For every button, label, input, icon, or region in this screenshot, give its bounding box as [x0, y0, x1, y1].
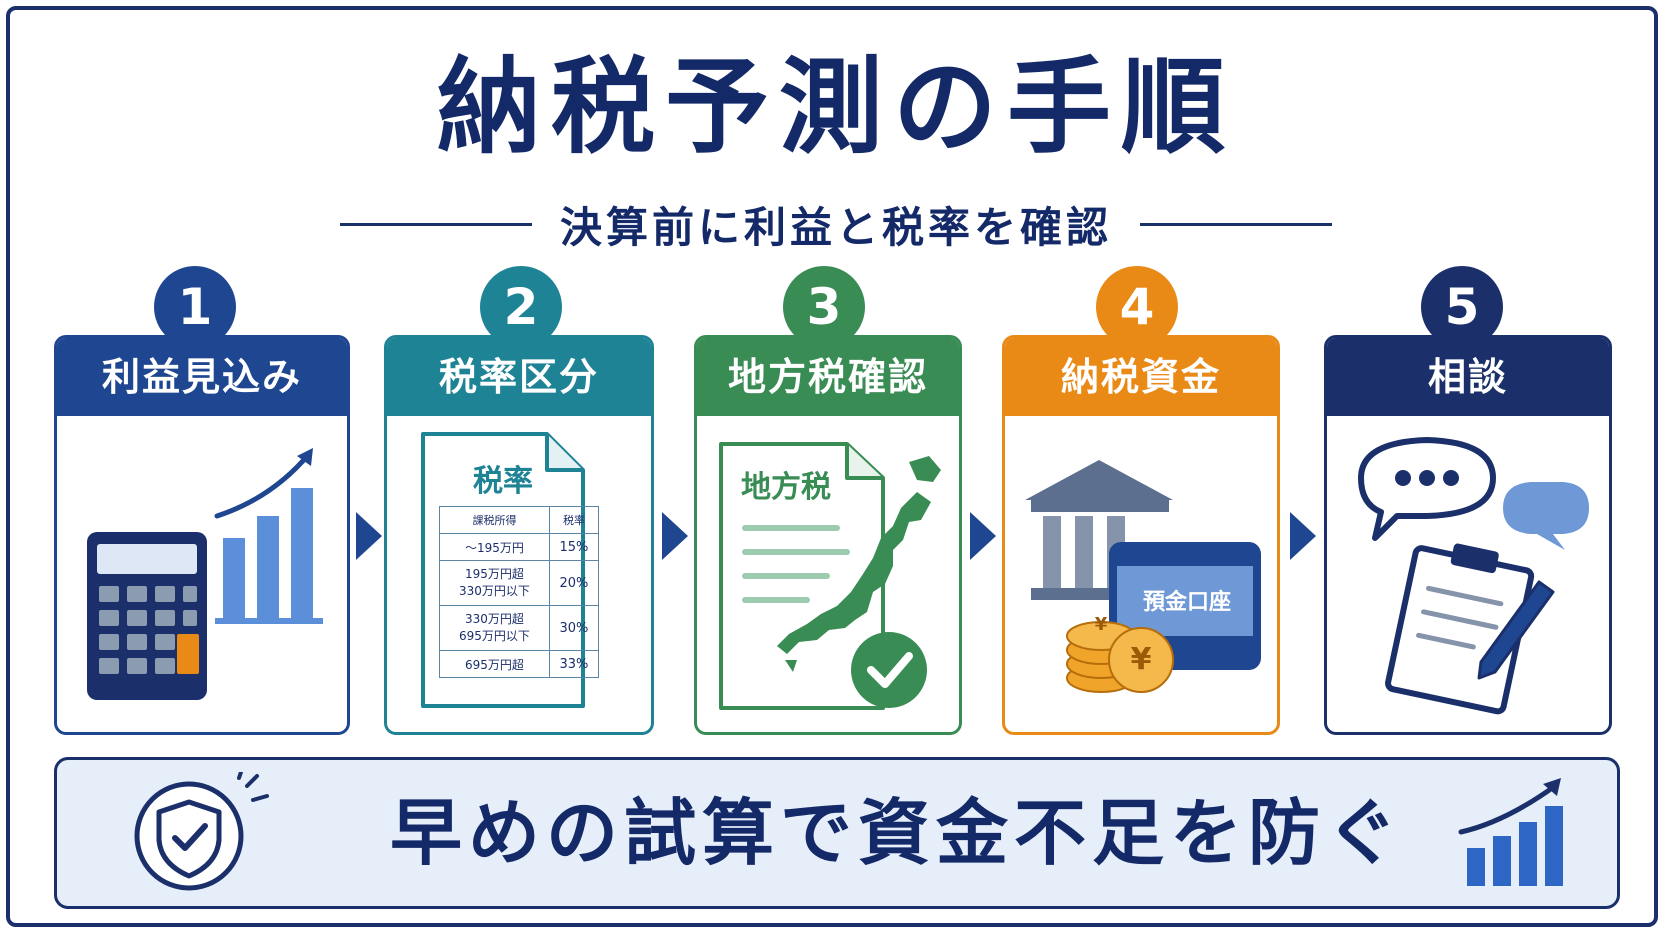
step-1-illustration: [57, 416, 347, 732]
step-card-4: 納税資金 預金口座 ¥ ¥: [1002, 335, 1280, 735]
subtitle: 決算前に利益と税率を確認: [559, 202, 1112, 252]
table-row: ～195万円 15%: [439, 533, 600, 561]
row-1-income: ～195万円: [439, 533, 550, 561]
subtitle-row: 決算前に利益と税率を確認: [0, 196, 1672, 252]
step-5-number: 5: [1421, 266, 1503, 348]
tax-rate-table: 課税所得 税率 ～195万円 15% 195万円超 330万円以下 20% 33…: [439, 506, 600, 678]
table-row: 695万円超 33%: [439, 650, 600, 678]
step-5-illustration: [1327, 416, 1609, 732]
row-3-income: 330万円超 695万円以下: [439, 605, 550, 651]
bank-card-label: 預金口座: [1142, 590, 1231, 615]
shield-check-icon: [134, 772, 269, 891]
step-1-number: 1: [154, 266, 236, 348]
subtitle-line-right: [1140, 222, 1332, 226]
table-row: 330万円超 695万円以下 30%: [439, 605, 600, 651]
tax-doc-heading: 税率: [473, 464, 533, 499]
step-card-2: 税率区分 税率 課税所得 税率 ～195万円 15% 195万円超 330万円以…: [384, 335, 654, 735]
calculator-chart-icon: [87, 448, 323, 700]
row-4-income: 695万円超: [439, 650, 550, 678]
step-1-label: 利益見込み: [57, 338, 347, 416]
step-4-label: 納税資金: [1005, 338, 1277, 416]
row-4-rate: 33%: [548, 650, 600, 678]
step-4-number: 4: [1096, 266, 1178, 348]
col-header-rate: 税率: [548, 506, 600, 534]
step-card-3: 地方税確認 地方税: [694, 335, 962, 735]
row-1-rate: 15%: [548, 533, 600, 561]
col-header-income: 課税所得: [439, 506, 550, 534]
chevron-right-icon: [970, 512, 996, 560]
step-2-illustration: 税率 課税所得 税率 ～195万円 15% 195万円超 330万円以下 20%…: [387, 416, 651, 732]
local-doc-heading: 地方税: [741, 470, 831, 505]
chevron-right-icon: [356, 512, 382, 560]
row-2-rate: 20%: [548, 560, 600, 606]
subtitle-line-left: [339, 222, 532, 226]
step-card-5: 相談: [1324, 335, 1612, 735]
bottom-message: 早めの試算で資金不足を防ぐ: [389, 791, 1404, 875]
step-3-label: 地方税確認: [697, 338, 959, 416]
bottom-banner: 早めの試算で資金不足を防ぐ: [54, 757, 1620, 909]
table-header-row: 課税所得 税率: [439, 506, 600, 534]
consultation-icon: [1358, 437, 1589, 715]
step-5-label: 相談: [1327, 338, 1609, 416]
chevron-right-icon: [1290, 512, 1316, 560]
bank-funds-icon: [1025, 460, 1261, 693]
growth-chart-icon: [1458, 778, 1563, 886]
step-3-number: 3: [783, 266, 865, 348]
step-2-label: 税率区分: [387, 338, 651, 416]
step-card-1: 利益見込み: [54, 335, 350, 735]
step-4-illustration: 預金口座 ¥ ¥: [1005, 416, 1277, 732]
step-3-illustration: 地方税: [697, 416, 959, 732]
outer-frame: [6, 6, 1658, 927]
row-2-income: 195万円超 330万円以下: [439, 560, 550, 606]
yen-coin-small: ¥: [1094, 614, 1108, 635]
page-title: 納税予測の手順: [436, 46, 1235, 168]
row-3-rate: 30%: [548, 605, 600, 651]
local-tax-document-icon: [719, 442, 941, 710]
step-2-number: 2: [480, 266, 562, 348]
yen-coin-large: ¥: [1130, 642, 1152, 677]
chevron-right-icon: [662, 512, 688, 560]
table-row: 195万円超 330万円以下 20%: [439, 560, 600, 606]
